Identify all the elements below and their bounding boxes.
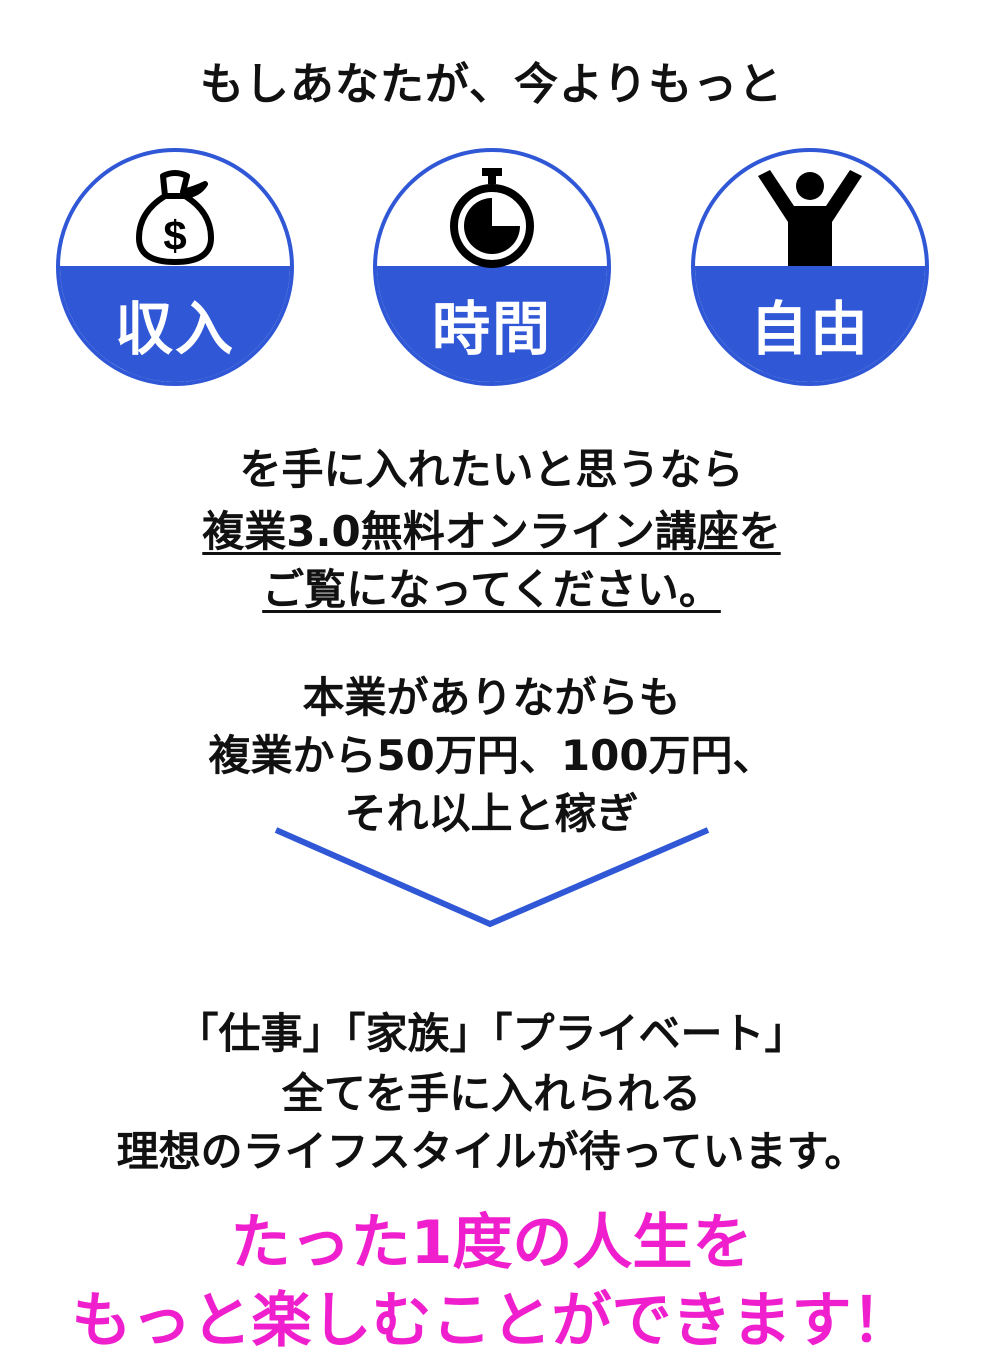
section2-line3: それ以上と稼ぎ bbox=[344, 789, 639, 838]
circle-lower-fill bbox=[695, 266, 925, 382]
svg-text:$: $ bbox=[163, 212, 186, 259]
chevron-down-icon bbox=[274, 827, 710, 928]
person-raised-arms-icon bbox=[758, 170, 862, 266]
section3-line1: 「仕事」「家族」「プライベート」 bbox=[176, 1009, 807, 1058]
stopwatch-icon bbox=[450, 168, 534, 268]
freedom-label: 自由 bbox=[749, 295, 870, 363]
section3-line3: 理想のライフスタイルが待っています。 bbox=[116, 1127, 867, 1176]
circle-lower-fill bbox=[377, 266, 607, 382]
intro-text: もしあなたが、今よりもっと bbox=[199, 59, 784, 110]
course-name-text: 複業3.0無料オンライン講座を bbox=[202, 507, 781, 556]
time-circle: 時間 bbox=[373, 148, 611, 386]
freedom-circle: 自由 bbox=[691, 148, 929, 386]
circle-lower-fill bbox=[60, 266, 290, 382]
income-label: 収入 bbox=[114, 295, 235, 363]
headline-line2: もっと楽しむことができます！ bbox=[71, 1286, 912, 1356]
section2-line1: 本業がありながらも bbox=[302, 673, 681, 722]
money-bag-icon: $ bbox=[136, 170, 214, 265]
section2-line2: 複業から50万円、100万円、 bbox=[208, 731, 775, 780]
course-cta-text: ご覧になってください。 bbox=[262, 565, 721, 614]
section1-line1: を手に入れたいと思うなら bbox=[239, 445, 744, 494]
income-circle: $ 収入 bbox=[56, 148, 294, 386]
time-label: 時間 bbox=[431, 295, 552, 363]
headline-line1: たった1度の人生を bbox=[230, 1208, 753, 1278]
section3-line2: 全てを手に入れられる bbox=[281, 1069, 702, 1118]
